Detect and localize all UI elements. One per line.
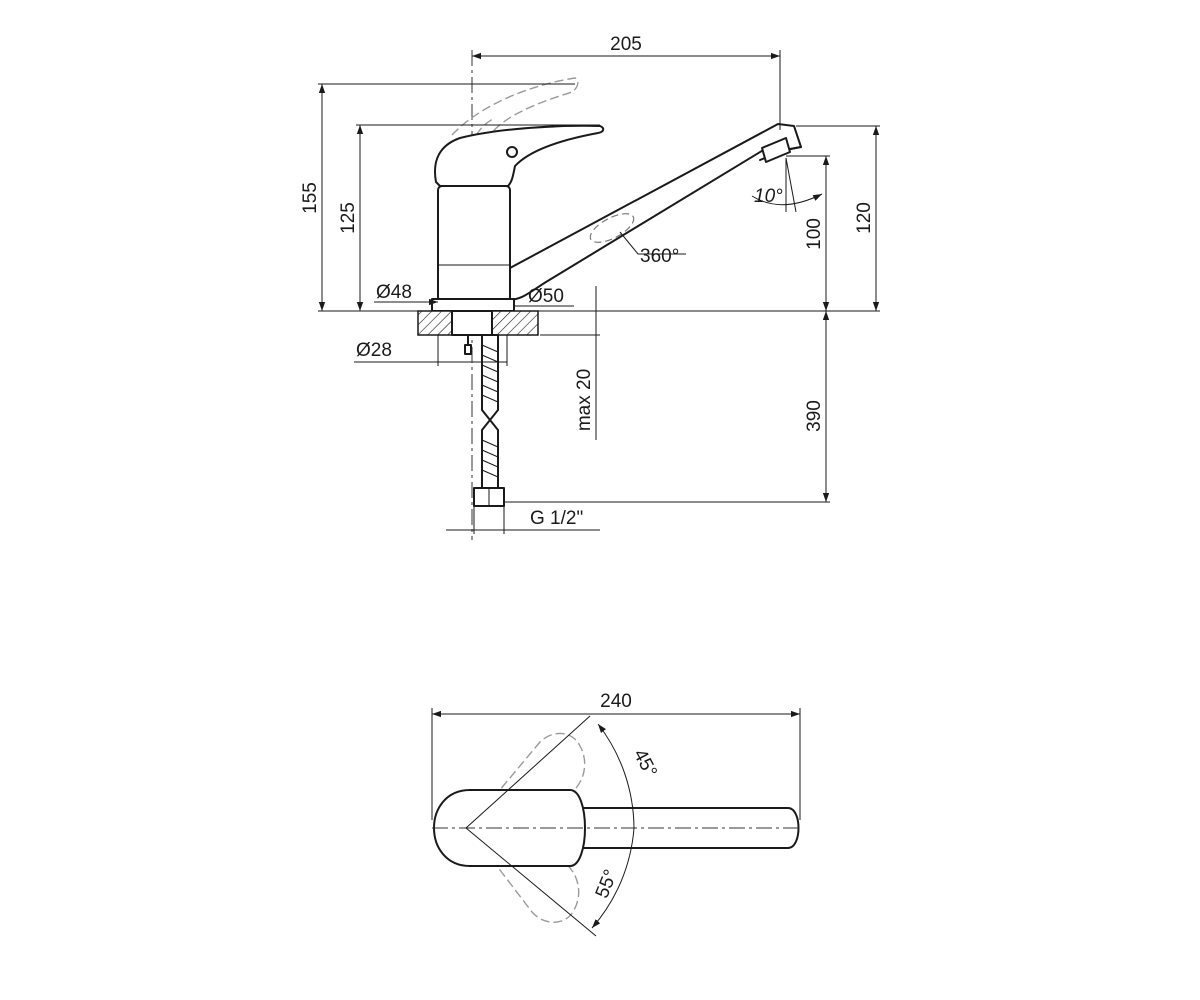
dim-lever-swing-right: 55° bbox=[592, 867, 622, 902]
dim-body-diameter: Ø48 bbox=[376, 282, 412, 303]
dim-overall-height: 155 bbox=[300, 182, 321, 214]
dim-spout-reach: 205 bbox=[610, 34, 642, 55]
swing-arc-right bbox=[591, 827, 635, 929]
dim-base-diameter: Ø50 bbox=[528, 286, 564, 307]
dim-connection-thread: G 1/2" bbox=[530, 508, 583, 529]
body bbox=[437, 185, 511, 302]
lever-pivot bbox=[506, 146, 518, 158]
dim-spout-outlet-height: 120 bbox=[854, 202, 875, 234]
dim-lever-swing-left: 45° bbox=[629, 746, 661, 781]
rotation-leader bbox=[619, 231, 686, 255]
lever-raised-ghost bbox=[451, 77, 579, 136]
swivel-ellipse bbox=[589, 213, 635, 243]
dim-body-height: 125 bbox=[338, 202, 359, 234]
spout bbox=[507, 123, 802, 301]
dim-hose-length: 390 bbox=[804, 400, 825, 432]
dim-spout-rotation: 360° bbox=[640, 246, 679, 267]
aerator bbox=[761, 137, 791, 163]
dim-max-counter-thickness: max 20 bbox=[574, 369, 595, 431]
flex-hose bbox=[481, 334, 499, 489]
top-view: 240 45° 55° bbox=[431, 691, 801, 937]
swing-arc-left bbox=[597, 723, 635, 829]
side-view: 205 155 125 120 100 10° 360° Ø48 Ø50 bbox=[300, 34, 880, 540]
swing-line-right bbox=[465, 827, 597, 937]
dim-overall-length: 240 bbox=[600, 691, 632, 712]
dim-mounting-diameter: Ø28 bbox=[356, 340, 392, 361]
stud-nut bbox=[464, 344, 472, 355]
angle-10-inclined bbox=[785, 157, 797, 213]
hose-braid bbox=[481, 344, 499, 478]
dim-spout-clearance: 100 bbox=[804, 218, 825, 250]
top-body-lever bbox=[433, 789, 586, 867]
lever-ghost-left bbox=[467, 732, 586, 859]
angle-10-arc bbox=[751, 193, 823, 206]
mount-shank bbox=[451, 310, 493, 336]
base-ring bbox=[431, 298, 515, 312]
dim-outlet-angle: 10° bbox=[754, 186, 783, 207]
lever-handle bbox=[434, 124, 605, 187]
swing-line-left bbox=[465, 715, 591, 829]
